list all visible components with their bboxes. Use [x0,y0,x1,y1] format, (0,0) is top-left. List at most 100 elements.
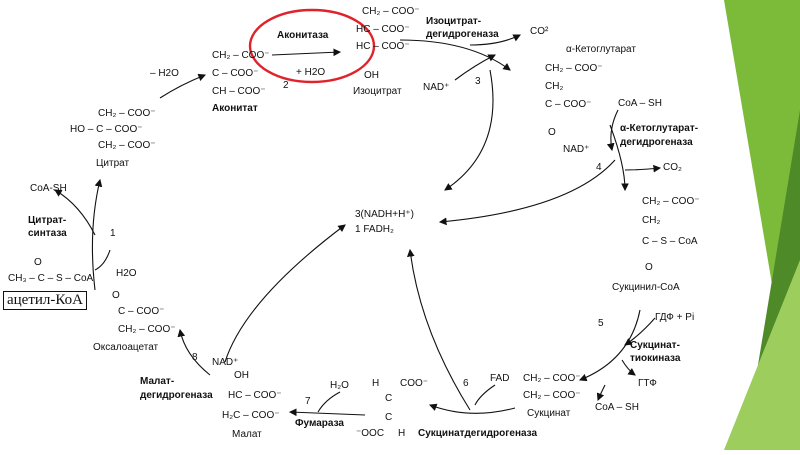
arrow-step-2 [271,48,342,57]
aconitate-line-3: CH – COO⁻ [212,86,266,97]
arrow-step-1 [91,178,103,291]
citrate-line-3: CH₂ – COO⁻ [98,140,156,151]
akg-oxygen: O [548,127,556,138]
isocitrate-name: Изоцитрат [353,86,402,97]
succinate-name: Сукцинат [527,408,571,419]
malate-dh-label-2: дегидрогеназа [140,390,213,401]
aconitate-line-2: C – COO⁻ [212,68,259,79]
aconitate-line-1: CH₂ – COO⁻ [212,50,270,61]
step-2-number: 2 [283,80,289,91]
arrow-citrate-aconitate [159,73,207,99]
succinyl-coa-name: Сукцинил-CoA [612,282,680,293]
step-7-number: 7 [305,396,311,407]
nad-step-8: NAD⁺ [212,357,239,368]
acetyl-coa-formula: CH₃ – C – S – CoA [8,273,94,284]
arrow-nad-8 [224,224,346,363]
step-8-number: 8 [192,352,198,363]
akg-dh-label-1: α-Кетоглутарат- [620,123,699,134]
green-triangle-decoration-icon [724,0,800,450]
arrow-step-3 [399,39,511,71]
fad: FAD [490,373,510,384]
fumarate-coo-bottom: ⁻OOC [356,428,385,439]
succinate-line-1: CH₂ – COO⁻ [523,373,581,384]
arrow-coa-5 [596,384,606,402]
succinyl-oxygen: O [645,262,653,273]
coa-sh-step-5: CoA – SH [595,402,639,413]
akg-line-1: CH₂ – COO⁻ [545,63,603,74]
co2-step-4: CO₂ [663,162,682,173]
isocitrate-oh: OH [364,70,379,81]
akg-name: α-Кетоглутарат [566,44,636,55]
nad-step-4: NAD⁺ [563,144,590,155]
fumarate-coo-top: COO⁻ [400,378,429,389]
oxaloacetate-oxygen: O [112,290,120,301]
citrate-name: Цитрат [96,158,130,169]
aconitase-label: Аконитаза [277,30,329,41]
arrow-co2-4 [624,164,662,173]
coa-sh-left: CoA-SH [30,183,67,194]
arrow-co2-3 [469,34,521,46]
center-nadh: 3(NADH+H⁺) [355,209,414,220]
h2o-step-7: H₂O [330,380,349,391]
arrow-step-8 [177,328,211,376]
arrow-h2o-7 [317,391,341,413]
oxaloacetate-line-1: C – COO⁻ [118,306,165,317]
malate-name: Малат [232,429,262,440]
oxaloacetate-name: Оксалоацетат [93,342,159,353]
oxaloacetate-line-2: CH₂ – COO⁻ [118,324,176,335]
aconitase-highlight [248,8,376,84]
isocitrate-dh-label-2: дегидрогеназа [426,29,499,40]
minus-h2o: – H2O [150,68,179,79]
co2-step-3: CO² [530,26,549,37]
citrate-line-1: CH₂ – COO⁻ [98,108,156,119]
malate-oh: OH [234,370,249,381]
slide-decoration [724,0,800,450]
arrow-to-center-3 [444,69,494,191]
arrow-step-6 [428,403,516,414]
akg-line-2: CH₂ [545,81,564,92]
akg-line-3: C – COO⁻ [545,99,592,110]
arrow-gtp [621,359,636,376]
malate-line-1: HC – COO⁻ [228,390,282,401]
aconitate-name: Аконитат [212,103,258,114]
fumarase-label: Фумараза [295,418,344,429]
arrow-step-4 [609,124,629,192]
arrow-acetyl [94,249,111,271]
gtp: ГТФ [638,378,657,389]
isocitrate-line-1: CH₂ – COO⁻ [362,6,420,17]
center-fadh2: 1 FADH₂ [355,224,394,235]
isocitrate-dh-label-1: Изоцитрат- [426,16,482,27]
step-6-number: 6 [463,378,469,389]
h2o-left: H2O [116,268,137,279]
malate-dh-label-1: Малат- [140,376,175,387]
step-3-number: 3 [475,76,481,87]
succinate-thiokinase-label-1: Сукцинат- [630,340,680,351]
fumarate-h-top: H [372,378,380,389]
isocitrate-line-2: HC – COO⁻ [356,24,410,35]
arrow-step-7 [288,408,366,417]
acetyl-coa-oxygen: O [34,257,42,268]
arrow-to-center-4 [438,159,616,226]
citrate-synthase-label-1: Цитрат- [28,215,67,226]
step-5-number: 5 [598,318,604,329]
gdp-pi: ГДФ + Pi [655,312,695,323]
isocitrate-line-3: HC – COO⁻ [356,41,410,52]
fumarate-c-bottom: C [385,412,393,423]
succinate-line-2: CH₂ – COO⁻ [523,390,581,401]
succinyl-line-1: CH₂ – COO⁻ [642,196,700,207]
akg-dh-label-2: дегидрогеназа [620,137,693,148]
malate-line-2: H₂C – COO⁻ [222,410,280,421]
cycle-arrows [54,8,662,417]
arrow-coa-out [54,189,96,236]
acetyl-coa-box: ацетил-КоА [3,291,87,310]
arrow-fad [474,384,496,406]
fumarate-h-bottom: H [398,428,406,439]
citrate-line-2: HO – C – COO⁻ [70,124,143,135]
arrow-step-5 [578,309,641,382]
succinate-dh-label: Сукцинатдегидрогеназа [418,428,538,439]
arrow-nad-3 [454,54,496,81]
nad-step-3: NAD⁺ [423,82,450,93]
plus-h2o: + H2O [296,67,326,78]
succinate-thiokinase-label-2: тиокиназа [630,353,681,364]
fumarate-c-top: C [385,393,393,404]
